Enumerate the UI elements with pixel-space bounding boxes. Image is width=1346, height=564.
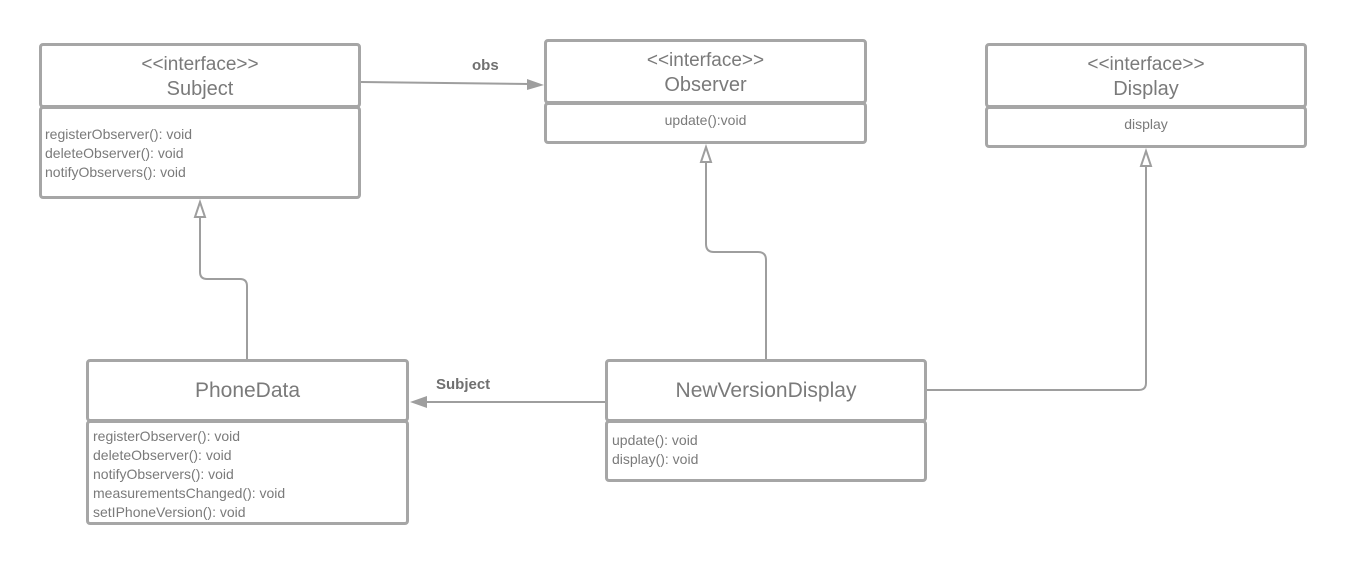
phonedata-realizes-subject: [199, 216, 248, 359]
obs-association: [360, 79, 544, 90]
obs-label: obs: [472, 57, 499, 74]
subject-association-arrowhead: [410, 396, 427, 408]
observer-stereotype: <<interface>>: [646, 50, 765, 71]
subject-name: Subject: [166, 78, 234, 100]
display-hollow-arrowhead: [1139, 147, 1153, 167]
newversiondisplay-op: display(): void: [612, 451, 699, 467]
observer-operations: update():void: [544, 102, 867, 144]
phonedata-op: deleteObserver(): void: [93, 447, 232, 463]
subject-operations: registerObserver(): void deleteObserver(…: [39, 106, 361, 199]
subject-stereotype: <<interface>>: [141, 54, 259, 75]
phonedata-operations: registerObserver(): void deleteObserver(…: [86, 420, 409, 525]
subject-op: notifyObservers(): void: [45, 164, 186, 180]
observer-class-header[interactable]: <<interface>> Observer: [544, 39, 867, 104]
subject-association-label: Subject: [436, 376, 491, 393]
newversiondisplay-realizes-observer: [705, 162, 767, 359]
subject-op: deleteObserver(): void: [45, 145, 184, 161]
newversiondisplay-operations: update(): void display(): void: [605, 420, 927, 482]
phonedata-op: measurementsChanged(): void: [93, 485, 286, 501]
observer-hollow-arrowhead: [699, 143, 713, 163]
newversiondisplay-name: NewVersionDisplay: [675, 379, 857, 402]
newversiondisplay-class-header[interactable]: NewVersionDisplay: [605, 359, 927, 422]
newversiondisplay-realizes-display: [927, 166, 1147, 391]
newversiondisplay-op: update(): void: [612, 432, 698, 448]
phonedata-op: setIPhoneVersion(): void: [93, 504, 246, 520]
obs-arrowhead: [527, 79, 544, 90]
phonedata-op: registerObserver(): void: [93, 428, 241, 444]
phonedata-class-header[interactable]: PhoneData: [86, 359, 409, 422]
display-op: display: [1124, 116, 1168, 132]
phonedata-name: PhoneData: [194, 379, 301, 402]
phonedata-op: notifyObservers(): void: [93, 466, 234, 482]
display-name: Display: [1113, 78, 1179, 100]
subject-hollow-arrowhead: [193, 198, 207, 218]
display-operations: display: [985, 106, 1307, 148]
observer-op: update():void: [664, 112, 747, 128]
subject-association: [410, 396, 605, 408]
display-class-header[interactable]: <<interface>> Display: [985, 43, 1307, 108]
observer-name: Observer: [664, 74, 747, 96]
subject-class-header[interactable]: <<interface>> Subject: [39, 43, 361, 108]
subject-op: registerObserver(): void: [45, 126, 193, 142]
display-stereotype: <<interface>>: [1087, 54, 1205, 75]
